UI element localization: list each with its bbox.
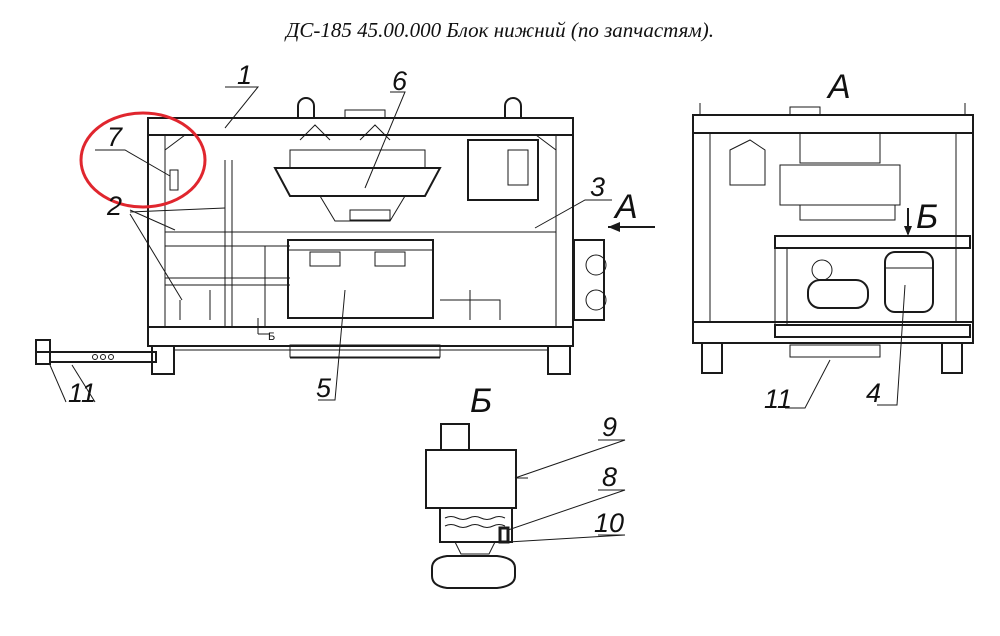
side-view-a [692, 103, 974, 374]
tank [287, 239, 434, 319]
view-a-arrow-label: А [613, 188, 638, 226]
side-frame [692, 114, 974, 344]
leader-lines-side [785, 284, 906, 409]
callout-10: 10 [594, 508, 624, 538]
lower-pipe [774, 324, 971, 338]
lifting-eye [297, 97, 315, 118]
side-foot [701, 342, 723, 374]
callout-4: 4 [866, 378, 881, 408]
callout-8: 8 [602, 462, 617, 492]
central-unit [273, 167, 442, 197]
callout-2: 2 [106, 191, 122, 221]
leader-lines-detail [507, 439, 626, 543]
detail-body [425, 449, 517, 509]
horizontal-pipe [774, 235, 971, 249]
callout-1: 1 [237, 60, 252, 90]
view-a-label: А [826, 68, 851, 106]
callout-7: 7 [107, 122, 123, 152]
motor [884, 251, 934, 313]
section-mark-b: Б [268, 331, 275, 343]
front-view: Б [147, 97, 607, 375]
highlight-ellipse [79, 111, 207, 209]
control-cabinet [467, 139, 539, 201]
support-foot [547, 345, 571, 375]
view-b-arrow-label: Б [916, 198, 938, 236]
callout-6: 6 [392, 66, 408, 96]
view-a-arrow [608, 222, 655, 232]
support-foot [151, 345, 175, 375]
detail-b [425, 423, 528, 589]
callout-3: 3 [590, 172, 605, 202]
callout-11-right: 11 [764, 384, 792, 414]
callout-5: 5 [316, 373, 332, 403]
frame-outline [147, 117, 574, 347]
callout-11-left: 11 [68, 378, 96, 408]
lifting-eye [504, 97, 522, 118]
tow-bar [35, 339, 157, 365]
view-b-detail-label: Б [470, 382, 492, 420]
element-7-part [169, 169, 179, 191]
leader-lines-front [49, 86, 612, 403]
detail-foot-pad [431, 555, 516, 589]
side-pump [573, 239, 605, 321]
drawing-title: ДС-185 45.00.000 Блок нижний (по запчаст… [286, 18, 714, 42]
cylinder [807, 279, 869, 309]
side-foot [941, 342, 963, 374]
callout-9: 9 [602, 412, 617, 442]
